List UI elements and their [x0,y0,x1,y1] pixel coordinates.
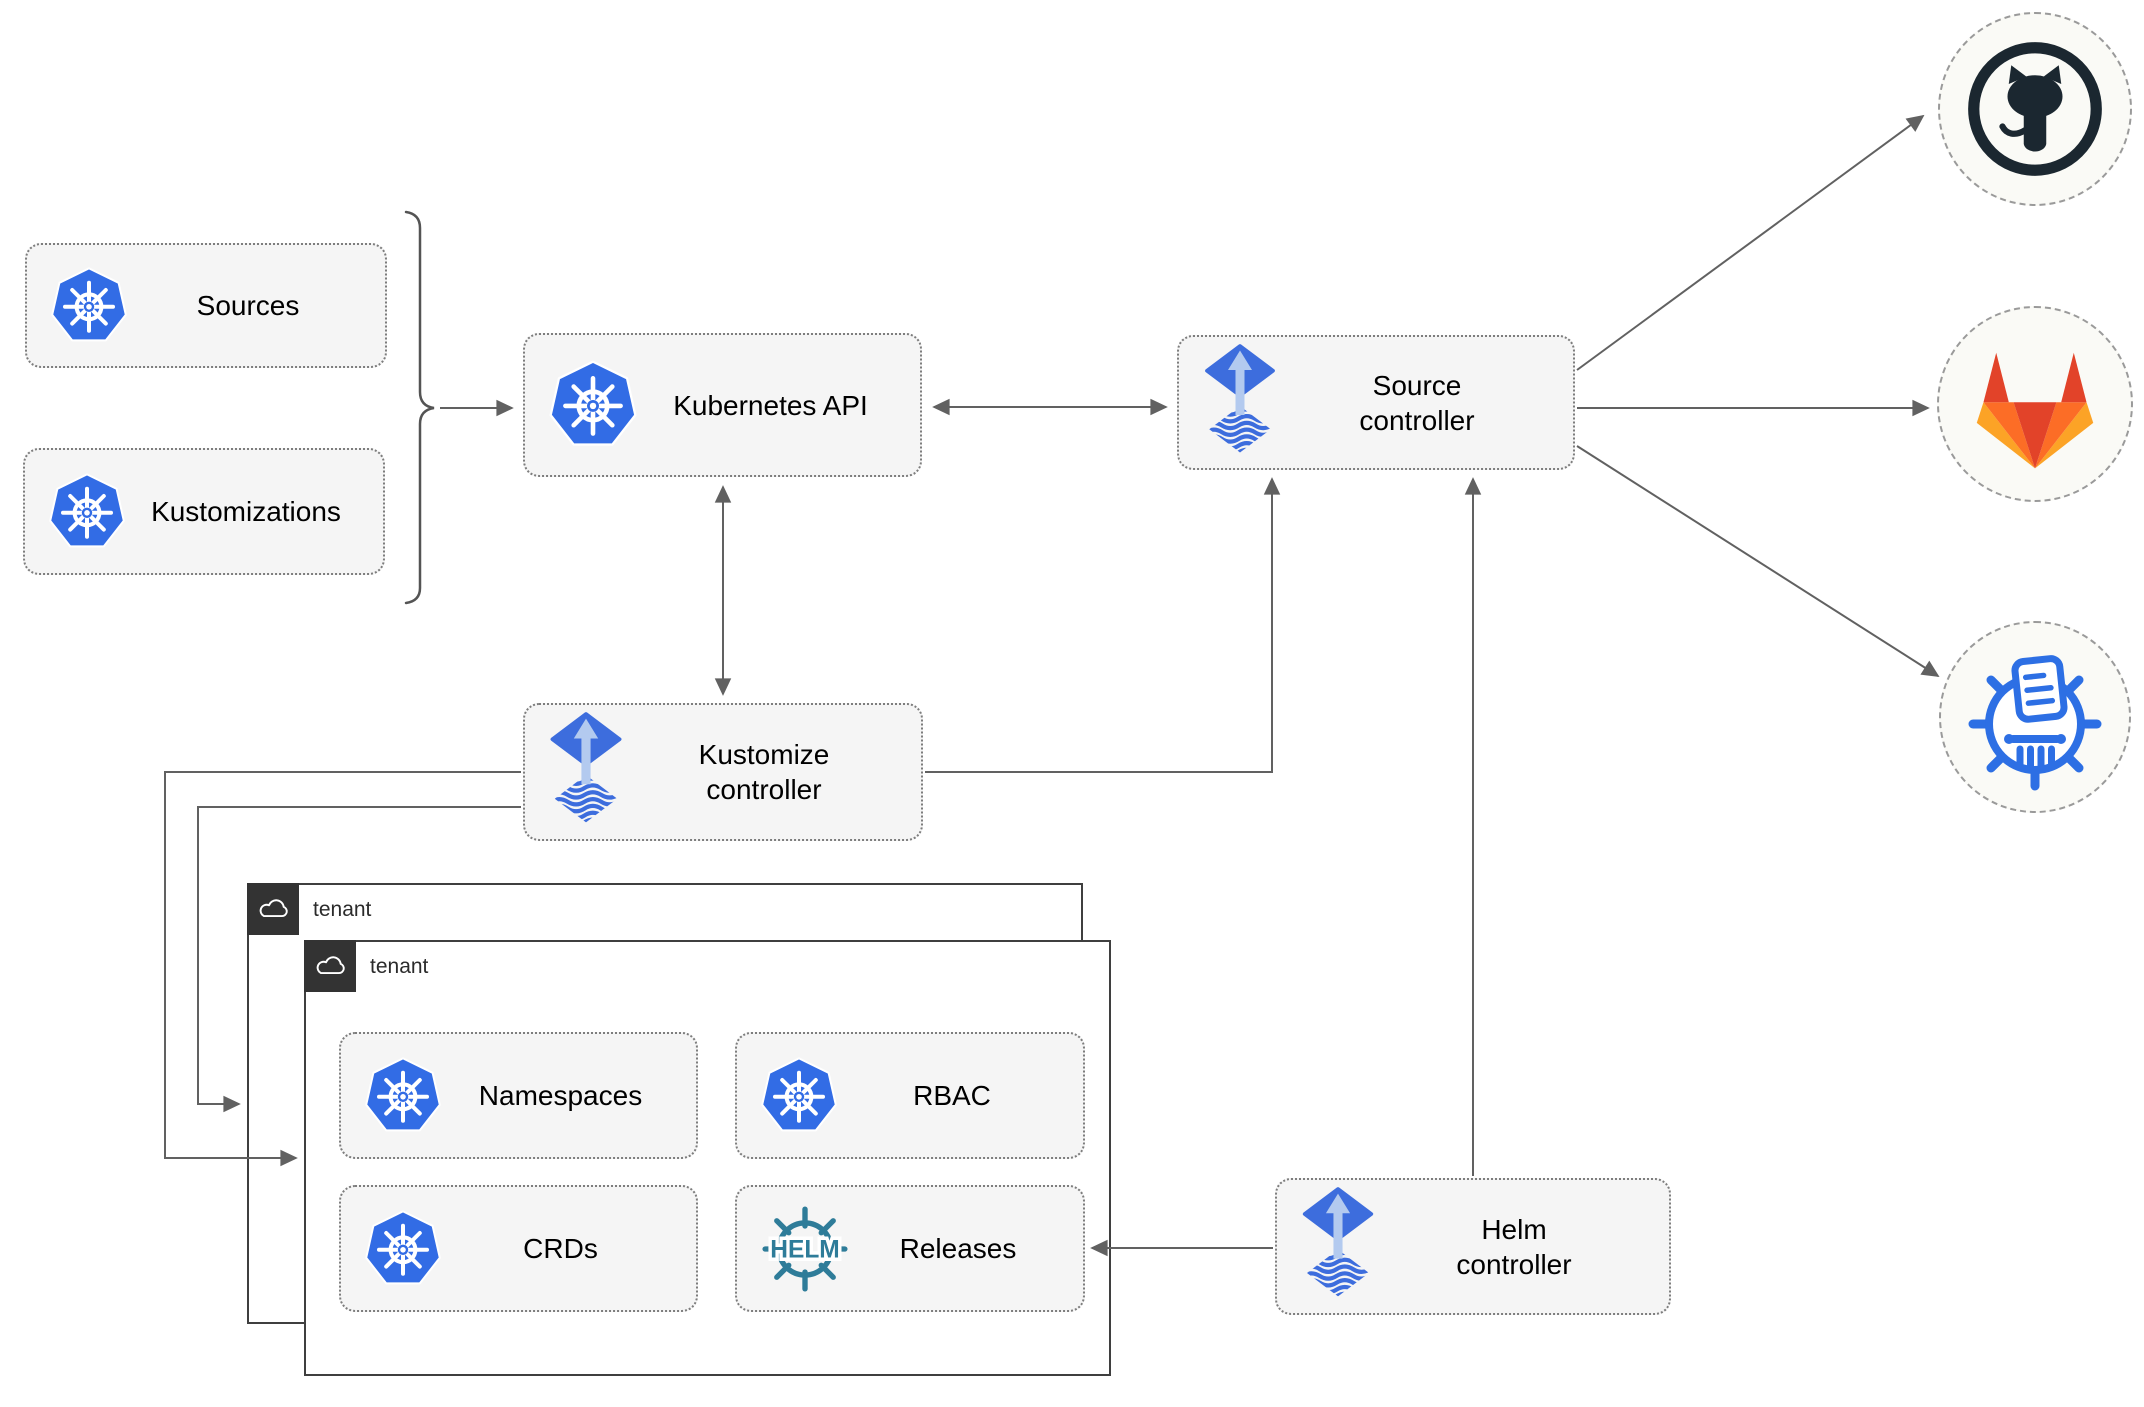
cloud-icon [304,940,356,992]
node-label-line1: Helm [1481,1213,1547,1245]
node-sources: Sources [25,243,387,368]
node-crds: CRDs [339,1185,698,1312]
node-label-line1: Kustomize [698,739,830,770]
provider-gitlab [1937,306,2133,502]
tenant-label: tenant [370,955,429,978]
cloud-icon [247,883,299,935]
edge-source-github [1576,114,1925,371]
node-label: Helm controller [1377,1212,1669,1282]
node-label-line2: controller [706,774,822,805]
flux-icon [547,711,625,833]
node-label: Kustomizations [151,496,341,527]
node-source-controller: Source controller [1177,335,1575,470]
node-label: RBAC [913,1080,991,1111]
node-helm-controller: Helm controller [1275,1178,1671,1315]
edge-source-registry [1576,445,1940,677]
node-label-line2: controller [1359,404,1475,436]
node-rbac: RBAC [735,1032,1085,1159]
provider-github [1938,12,2132,206]
node-label-line1: Source [1372,369,1462,401]
helm-repository-icon [1960,642,2110,792]
flux-icon [1299,1186,1377,1307]
node-label: Releases [899,1233,1017,1264]
node-label: Source controller [1279,368,1573,438]
kubernetes-icon [547,359,639,451]
node-label: Sources [196,290,300,321]
node-label-line2: controller [1456,1248,1572,1280]
node-label: Kubernetes API [673,389,868,421]
kubernetes-icon [47,472,127,552]
kubernetes-icon [49,266,129,346]
node-namespaces: Namespaces [339,1032,698,1159]
kubernetes-icon [363,1209,443,1289]
tenant-label: tenant [313,898,372,921]
node-label: Kustomize controller [625,737,921,807]
brace-sources-group [404,210,435,605]
node-releases: Releases [735,1185,1085,1312]
edge-kustomize-source [925,477,1281,773]
node-label: CRDs [523,1233,598,1264]
github-icon [1960,34,2110,184]
kubernetes-icon [759,1056,839,1136]
node-kustomize-controller: Kustomize controller [523,703,923,841]
helm-icon [759,1203,851,1295]
node-kustomizations: Kustomizations [23,448,385,575]
node-label: Namespaces [478,1080,643,1111]
kubernetes-icon [363,1056,443,1136]
node-kubernetes-api: Kubernetes API [523,333,922,477]
gitlab-icon [1965,340,2105,469]
flux-icon [1201,343,1279,463]
provider-helm-repository [1939,621,2131,813]
